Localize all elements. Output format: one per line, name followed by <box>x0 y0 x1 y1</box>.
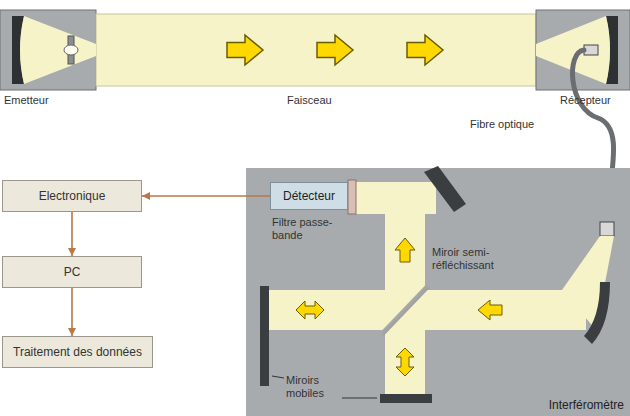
box-label: Traitement des données <box>13 345 142 359</box>
beam-arrow <box>317 35 353 65</box>
part-label: Filtre passe-bande <box>272 216 346 242</box>
process-box: PC <box>2 256 142 288</box>
box-label: Electronique <box>13 189 131 203</box>
part-label: Miroir semi-réfléchissant <box>432 246 548 272</box>
leader-line <box>272 376 284 378</box>
beam-arrow <box>227 35 263 65</box>
fiber-connector <box>600 222 614 236</box>
beam-arrow <box>395 238 415 262</box>
box-label: PC <box>13 265 131 279</box>
box-label: Détecteur <box>279 189 339 203</box>
beam-arrow <box>407 35 443 65</box>
beam-arrows <box>227 35 443 65</box>
beam-arrows <box>296 238 502 376</box>
beam-arrow <box>478 300 502 320</box>
leader-line <box>342 398 377 399</box>
detector-arm <box>356 182 436 214</box>
beam-band <box>96 14 536 86</box>
process-box: Electronique <box>2 180 142 212</box>
fold-mirror <box>424 166 466 212</box>
part-label: Emetteur <box>4 94 49 107</box>
lamp <box>64 45 78 55</box>
flow-arrow <box>142 195 270 197</box>
double-arrow <box>296 301 324 319</box>
flow-arrow <box>71 288 73 336</box>
part-label: Récepteur <box>560 94 611 107</box>
horizontal-arm <box>266 290 586 330</box>
bandpass-filter <box>348 180 356 214</box>
interferometer-panel <box>246 168 630 416</box>
region-title: Interféromètre <box>549 398 624 412</box>
curved-mirror <box>584 282 610 344</box>
process-box: Traitement des données <box>2 336 153 368</box>
part-label: Miroirs mobiles <box>286 374 342 400</box>
emitter-housing <box>0 10 96 90</box>
double-arrow <box>396 348 414 376</box>
moving-mirror <box>260 286 269 386</box>
part-label: Fibre optique <box>470 118 534 131</box>
detector-box: Détecteur <box>270 182 348 210</box>
flow-arrow <box>71 212 73 256</box>
beam-splitter <box>382 286 428 334</box>
moving-mirror <box>380 394 432 403</box>
part-label: Faisceau <box>287 94 332 107</box>
emitter-cone <box>20 16 96 84</box>
